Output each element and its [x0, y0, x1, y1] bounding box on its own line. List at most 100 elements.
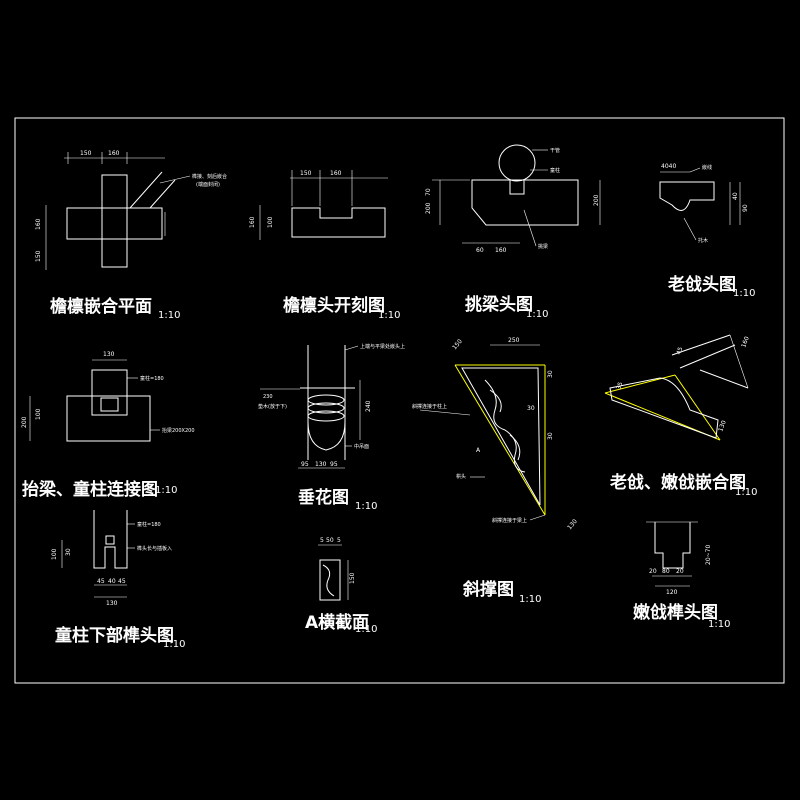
dim-160-c: 160	[249, 216, 256, 228]
title-taoliang-tongzhu: 抬梁、童柱连接图	[22, 479, 158, 500]
dim-160-v: 160	[35, 218, 42, 230]
dim-160-t: 160	[495, 247, 507, 254]
yanlin-cut-view: 150 160 160 100	[249, 170, 388, 240]
dim-70-t: 70	[425, 188, 432, 196]
dim-20-m: 20	[676, 568, 684, 575]
note-mu180: 童柱=180	[140, 375, 164, 382]
dim-150-v: 150	[35, 250, 42, 262]
dim-200-t: 200	[425, 202, 432, 214]
dim-100-a: 100	[35, 408, 42, 420]
note-mu180-b: 童柱=180	[137, 521, 161, 528]
dim-30: 30	[547, 370, 554, 378]
scale-2: 1:10	[378, 310, 400, 321]
note-xialiang: 挑梁	[538, 243, 548, 250]
scale-11: 1:10	[708, 619, 730, 630]
note-chuihua-top: 上端与平梁处嵌头上	[360, 343, 405, 350]
dim-30-d: 30	[65, 548, 72, 556]
dim-130-b: 130	[315, 461, 327, 468]
sheet-border	[14, 117, 785, 684]
dim-45: 45	[675, 346, 684, 356]
laojue-nenjue-view: 160 45 35 130	[604, 334, 751, 441]
dim-30-c: 30	[527, 405, 535, 412]
title-nenjue-sun: 嫩戗榫头图	[633, 602, 718, 623]
dim-5-b: 5	[337, 537, 341, 544]
scale-5: 1:10	[155, 485, 177, 496]
note-xiecheng-l: 斜撑连接于柱上	[412, 403, 447, 410]
title-tiaoliang: 挑梁头图	[465, 294, 533, 315]
dim-100-d: 100	[51, 548, 58, 560]
taoliang-tongzhu-view: 130 200 100 童柱=180 抬梁200X200	[21, 351, 195, 442]
scale-3: 1:10	[526, 309, 548, 320]
dim-130-n: 130	[717, 419, 728, 432]
title-a-section: A横截面	[305, 612, 369, 633]
title-chuihua: 垂花图	[298, 487, 349, 508]
dim-200-r: 200	[593, 194, 600, 206]
dim-150-b: 150	[300, 170, 312, 177]
label-a: A	[476, 447, 481, 454]
scale-4: 1:10	[733, 288, 755, 299]
dim-30-b: 30	[547, 432, 554, 440]
dim-5-a: 5	[320, 537, 324, 544]
dim-35: 35	[615, 381, 624, 391]
title-yanlin-plan: 檐檩嵌合平面	[50, 296, 152, 317]
dim-130-d: 130	[106, 600, 118, 607]
dim-250: 250	[508, 337, 520, 344]
chuihua-view: 230 垫木(放于下) 上端与平梁处嵌头上 中吊面 240 95 130 95	[258, 343, 405, 469]
dim-20-70: 20~70	[705, 545, 712, 565]
tongzhu-xia-view: 100 30 45 40 45 130 童柱=180 榫头长与插板入	[51, 510, 172, 607]
dim-160-n: 160	[740, 335, 751, 348]
dim-45-e: 45	[118, 578, 126, 585]
xiecheng-view: 250 30 30 30 150 A 斜撑连接于柱上 栱头 斜撑连接于梁上 13…	[412, 337, 579, 531]
dim-160: 160	[108, 150, 120, 157]
dim-45-d: 45	[97, 578, 105, 585]
dim-4040: 4040	[661, 163, 676, 170]
dim-240: 240	[365, 400, 372, 412]
note-sunjiao: 榫头长与插板入	[137, 545, 172, 552]
dim-40-d: 40	[108, 578, 116, 585]
dim-150-a: 150	[349, 572, 356, 584]
dim-95: 95	[301, 461, 309, 468]
nenjue-sun-view: 20 80 20 120 20~70	[646, 521, 712, 596]
dim-80-n: 80	[662, 568, 670, 575]
dim-95-b: 95	[330, 461, 338, 468]
dim-50-a: 50	[326, 537, 334, 544]
dim-120-n: 120	[666, 589, 678, 596]
tiaoliang-view: 70 200 200 60 160 干管 童柱 挑梁	[425, 144, 601, 254]
note-ganguan: 干管	[550, 147, 560, 154]
dim-230: 230	[263, 394, 273, 400]
scale-10: 1:10	[355, 624, 377, 635]
scale-9: 1:10	[163, 639, 185, 650]
dim-130-x: 130	[566, 518, 579, 531]
scale-6: 1:10	[355, 501, 377, 512]
dim-60-t: 60	[476, 247, 484, 254]
dim-20-n: 20	[649, 568, 657, 575]
dim-40-l: 40	[732, 192, 739, 200]
title-yanlin-cut: 檐檩头开刻图	[283, 295, 385, 316]
scale-1: 1:10	[158, 310, 180, 321]
note-tongzhu: 童柱	[550, 167, 560, 174]
laojue-view: 4040 40 90 嵌线 托木	[659, 163, 749, 244]
note-dianjian: 垫木(放于下)	[258, 403, 287, 410]
note-sunjie2: (端面封闭)	[196, 181, 220, 188]
dim-90-l: 90	[742, 204, 749, 212]
title-xiecheng: 斜撑图	[462, 579, 514, 600]
title-tongzhu-xia: 童柱下部榫头图	[55, 625, 174, 646]
scale-7: 1:10	[519, 594, 541, 605]
note-xiecheng-b: 斜撑连接于梁上	[492, 517, 527, 524]
title-laojue-nenjue: 老戗、嫩戗嵌合图	[609, 472, 746, 493]
dim-200-a: 200	[21, 416, 28, 428]
dim-150-x: 150	[451, 338, 464, 351]
note-tuo: 托木	[698, 237, 708, 244]
dim-130-a: 130	[103, 351, 115, 358]
note-sunjie: 榫接、刻后嵌合	[192, 173, 227, 180]
a-section-view: 5 50 5 150	[318, 537, 356, 601]
dim-150: 150	[80, 150, 92, 157]
yanlin-plan-view: 150 160 160 150 榫接、刻后嵌合 (端面封闭)	[35, 150, 227, 270]
note-jiaxin: 嵌线	[702, 164, 712, 171]
dim-160-b: 160	[330, 170, 342, 177]
dim-100-c: 100	[267, 216, 274, 228]
note-mu200: 抬梁200X200	[162, 427, 195, 434]
note-gongjian: 栱头	[456, 473, 466, 480]
